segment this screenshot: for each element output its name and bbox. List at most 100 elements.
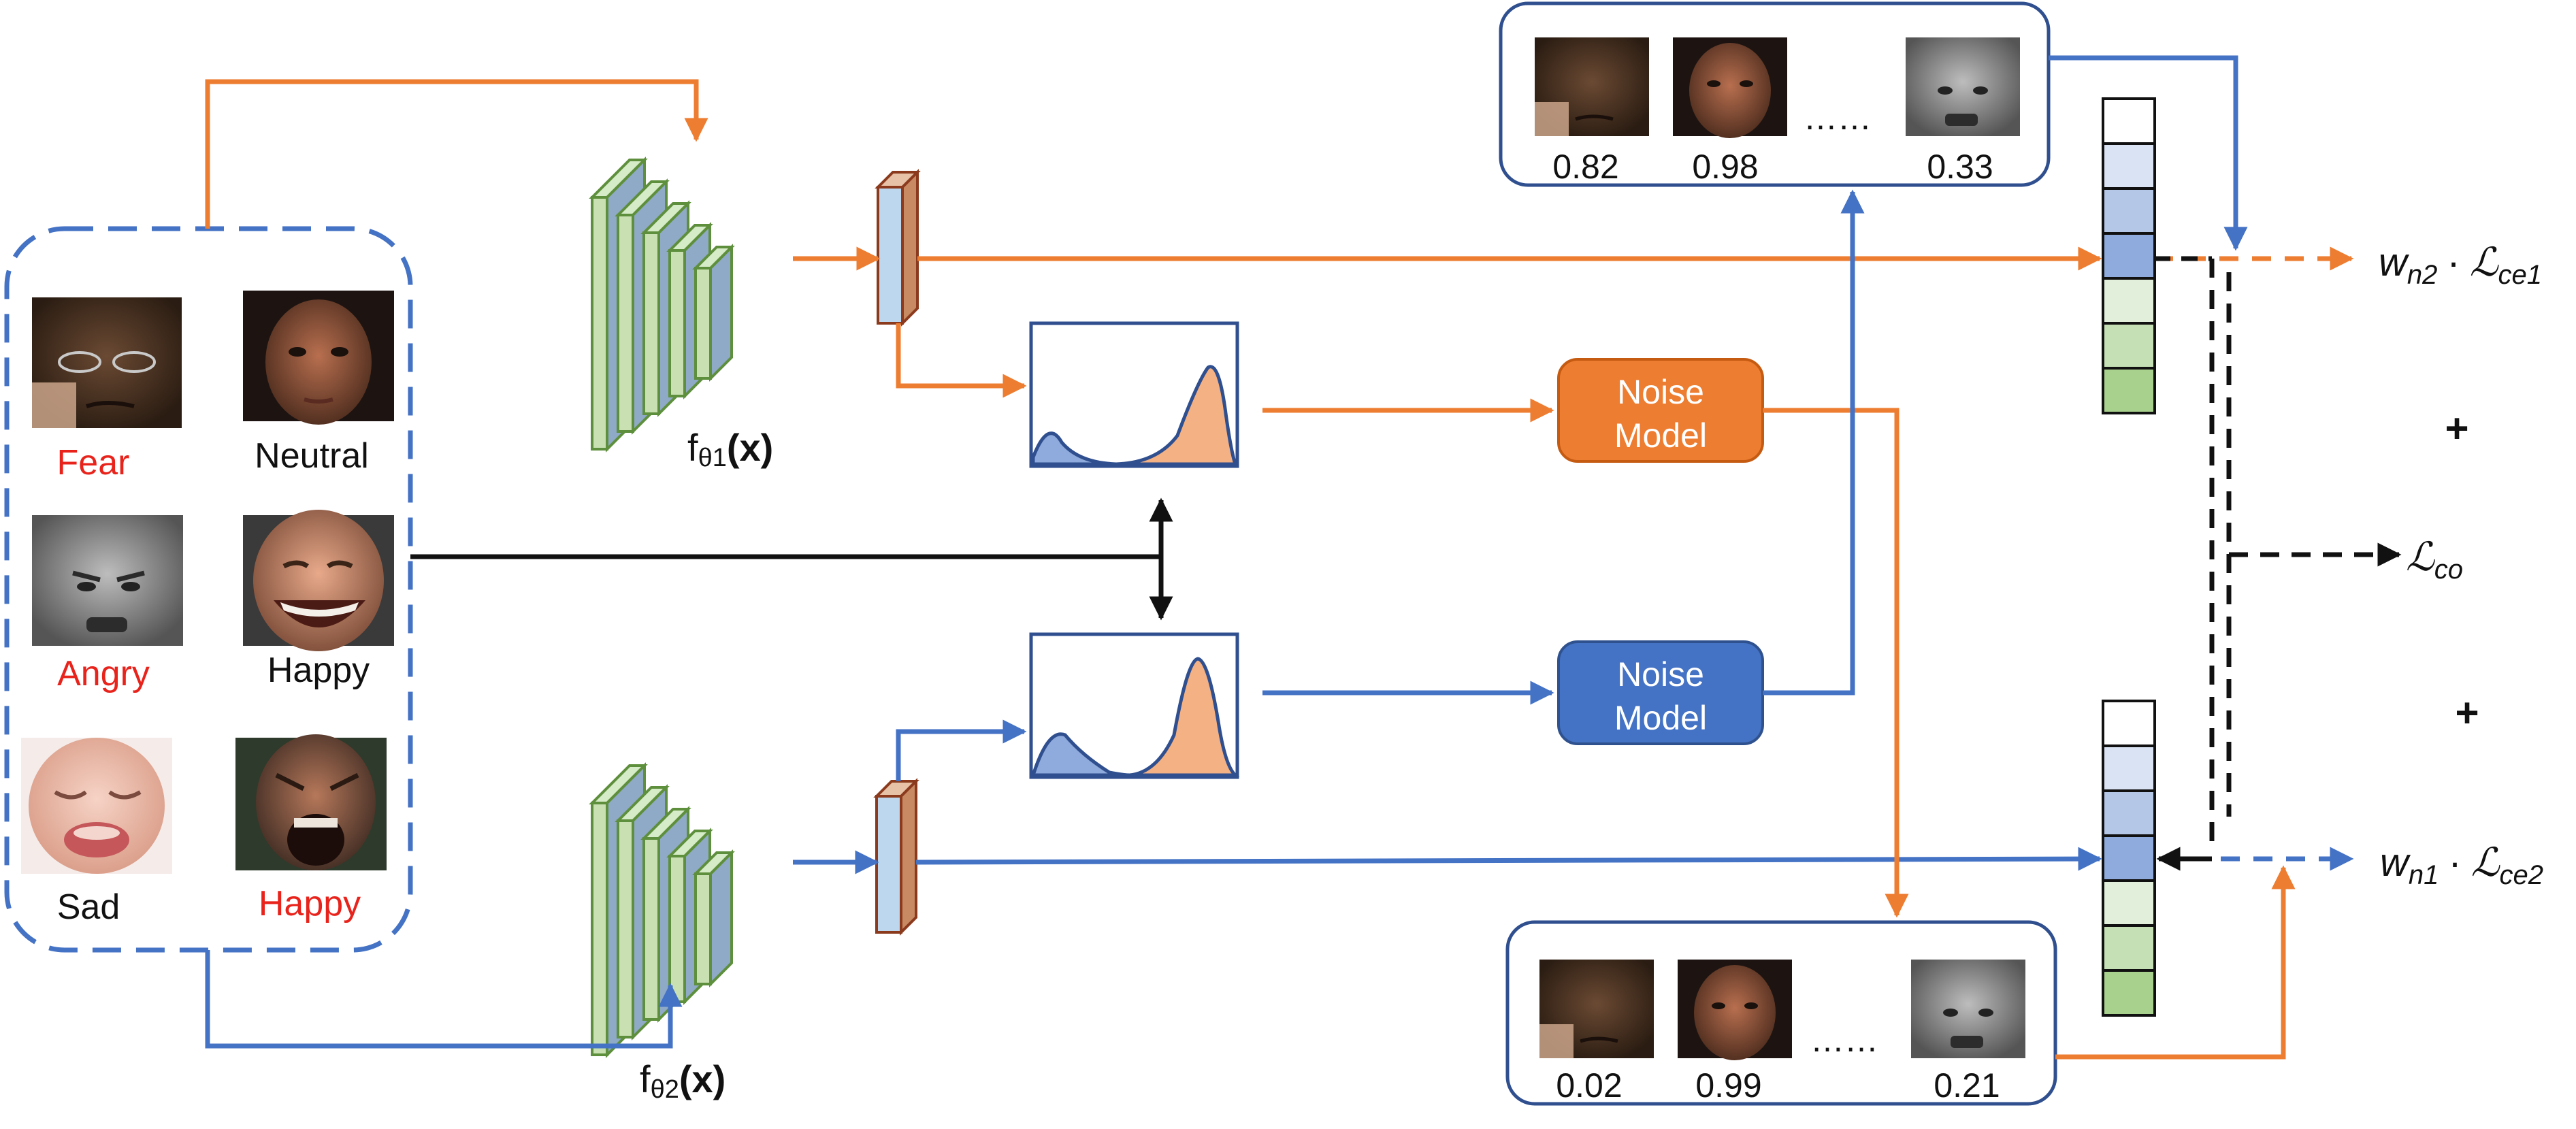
arrow-weights-loss-bottom — [2055, 865, 2296, 1060]
feature-vector-top — [875, 169, 921, 327]
layer-front-face — [668, 249, 686, 397]
noise-model-line1: Noise — [1617, 655, 1704, 693]
prediction-cell — [2102, 142, 2156, 190]
face-thumbnail — [243, 291, 394, 425]
face-thumbnail — [1678, 960, 1792, 1060]
network-arg: (x) — [727, 426, 773, 469]
arrow-input-top — [205, 79, 708, 229]
prediction-cell — [2102, 789, 2156, 837]
ellipsis: …… — [1810, 1021, 1878, 1059]
score-value: 0.99 — [1695, 1066, 1761, 1105]
score-value: 0.02 — [1556, 1066, 1622, 1105]
loss-subscript: ce2 — [2500, 860, 2544, 890]
face-label: Angry — [57, 654, 150, 693]
arrow-feature-prediction-bottom — [915, 847, 2102, 871]
dot-operator: · — [2447, 240, 2460, 284]
face-thumbnail — [1673, 37, 1787, 138]
network-arg: (x) — [679, 1058, 725, 1100]
arrow-input-bottom — [205, 950, 683, 1049]
weight-symbol: w — [2379, 240, 2409, 284]
weight-symbol: w — [2380, 840, 2411, 885]
prediction-cell — [2102, 322, 2156, 370]
layer-front-face — [591, 802, 608, 1056]
face-label: Neutral — [255, 436, 369, 476]
noise-model-line2: Model — [1614, 416, 1707, 455]
layer-front-face — [617, 819, 634, 1038]
score-value: 0.33 — [1927, 148, 1993, 186]
weight-panel-bottom: 0.02 0.99 …… 0.21 — [1505, 920, 2057, 1106]
face-thumbnail — [1911, 960, 2025, 1058]
noise-model-bottom: Noise Model — [1557, 640, 1764, 745]
noise-model-top: Noise Model — [1557, 358, 1764, 463]
weight-subscript: n2 — [2407, 260, 2438, 290]
loss-distribution-bottom — [1029, 632, 1240, 779]
feature-vector-bottom — [873, 778, 919, 936]
prediction-cell — [2102, 187, 2156, 235]
noise-model-line1: Noise — [1617, 373, 1704, 411]
face-thumbnail — [235, 734, 387, 870]
loss-symbol: ℒ — [2471, 840, 2500, 885]
layer-front-face — [694, 872, 712, 985]
loss-term-co: ℒco — [2406, 535, 2463, 585]
prediction-cell — [2102, 834, 2156, 882]
dataset-panel: Fear Neutral Angry Happy Sad Happy — [4, 226, 413, 953]
layer-front-face — [668, 855, 686, 1003]
face-label: Fear — [57, 443, 130, 482]
weight-subscript: n1 — [2409, 860, 2439, 890]
network-func: f — [687, 426, 698, 469]
prediction-cell — [2102, 879, 2156, 927]
prediction-cell — [2102, 232, 2156, 280]
arrow-noise-weights-bottom — [1763, 408, 1909, 918]
loss-subscript: ce1 — [2498, 260, 2543, 290]
prediction-column-top — [2102, 97, 2156, 414]
layer-side-face — [709, 849, 733, 987]
network-sub: θ2 — [651, 1075, 679, 1104]
face-label: Sad — [57, 887, 120, 927]
face-label: Happy — [267, 651, 370, 690]
arrows — [205, 55, 2402, 1060]
layer-side-face — [709, 244, 733, 382]
prediction-cell — [2102, 969, 2156, 1017]
arrow-feature-lossdist-bottom — [896, 719, 1027, 781]
face-thumbnail — [1539, 960, 1654, 1058]
prediction-cell — [2102, 700, 2156, 747]
network-f-theta2 — [589, 762, 735, 1058]
network-sub: θ1 — [698, 444, 727, 472]
loss-distribution-top — [1029, 321, 1239, 468]
layer-front-face — [591, 196, 608, 451]
layer-front-face — [642, 837, 660, 1021]
network-func: f — [640, 1058, 651, 1100]
network-label-top: fθ1(x) — [687, 426, 773, 472]
network-label-bottom: fθ2(x) — [640, 1058, 725, 1104]
dot-operator: · — [2448, 840, 2461, 885]
network-f-theta1 — [589, 157, 735, 453]
arrow-feature-lossdist-top — [896, 323, 1027, 398]
score-value: 0.98 — [1692, 148, 1758, 186]
face-thumbnail — [21, 738, 172, 874]
face-thumbnail — [1535, 37, 1649, 136]
loss-symbol: ℒ — [2406, 535, 2435, 579]
loss-term-bottom: wn1 ·ℒce2 — [2380, 840, 2543, 890]
weight-panel-top: 0.82 0.98 …… 0.33 — [1499, 1, 2051, 187]
noise-model-line2: Model — [1614, 699, 1707, 737]
score-value: 0.21 — [1934, 1066, 2000, 1105]
face-label: Happy — [259, 884, 361, 923]
face-thumbnail — [32, 515, 183, 646]
plus-sign: + — [2455, 690, 2479, 736]
layer-front-face — [694, 267, 712, 380]
prediction-cell — [2102, 367, 2156, 414]
face-thumbnail — [32, 297, 182, 428]
face-thumbnail — [243, 510, 394, 651]
layer-front-face — [642, 231, 660, 415]
loss-subscript: co — [2434, 555, 2463, 585]
score-value: 0.82 — [1552, 148, 1618, 186]
arrow-weights-loss-top — [2049, 55, 2248, 251]
ellipsis: …… — [1804, 99, 1872, 137]
prediction-cell — [2102, 924, 2156, 972]
face-thumbnail — [1906, 37, 2020, 136]
plus-sign: + — [2445, 406, 2468, 451]
prediction-column-bottom — [2102, 700, 2156, 1017]
loss-term-top: wn2 ·ℒce1 — [2379, 240, 2542, 290]
loss-symbol: ℒ — [2470, 240, 2499, 284]
